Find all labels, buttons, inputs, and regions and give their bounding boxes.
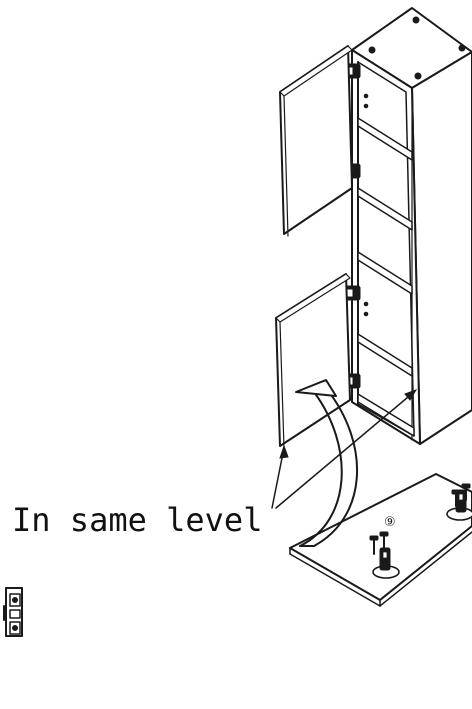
rotation-arrow bbox=[295, 379, 359, 547]
top-screw-holes bbox=[368, 16, 466, 80]
lower-door bbox=[275, 273, 351, 449]
part-number-marker: ⑨ bbox=[384, 515, 396, 530]
cabinet-side-panel bbox=[411, 51, 472, 445]
adjustable-foot-right bbox=[446, 483, 472, 521]
arrow-head bbox=[295, 379, 337, 397]
hinge-detail-icon bbox=[3, 587, 23, 637]
cabinet-body bbox=[351, 7, 472, 445]
callout-leaders bbox=[271, 389, 418, 509]
cabinet-shelves bbox=[357, 117, 415, 437]
cabinet-interior bbox=[357, 61, 415, 437]
leader-to-shelf bbox=[275, 391, 415, 509]
callout-label: In same level bbox=[12, 501, 263, 539]
screw-pair-right bbox=[451, 483, 471, 507]
adjustable-foot-left bbox=[369, 531, 400, 579]
base-plate bbox=[289, 473, 472, 607]
screw-pair-left bbox=[369, 531, 389, 555]
upper-door bbox=[279, 45, 353, 237]
